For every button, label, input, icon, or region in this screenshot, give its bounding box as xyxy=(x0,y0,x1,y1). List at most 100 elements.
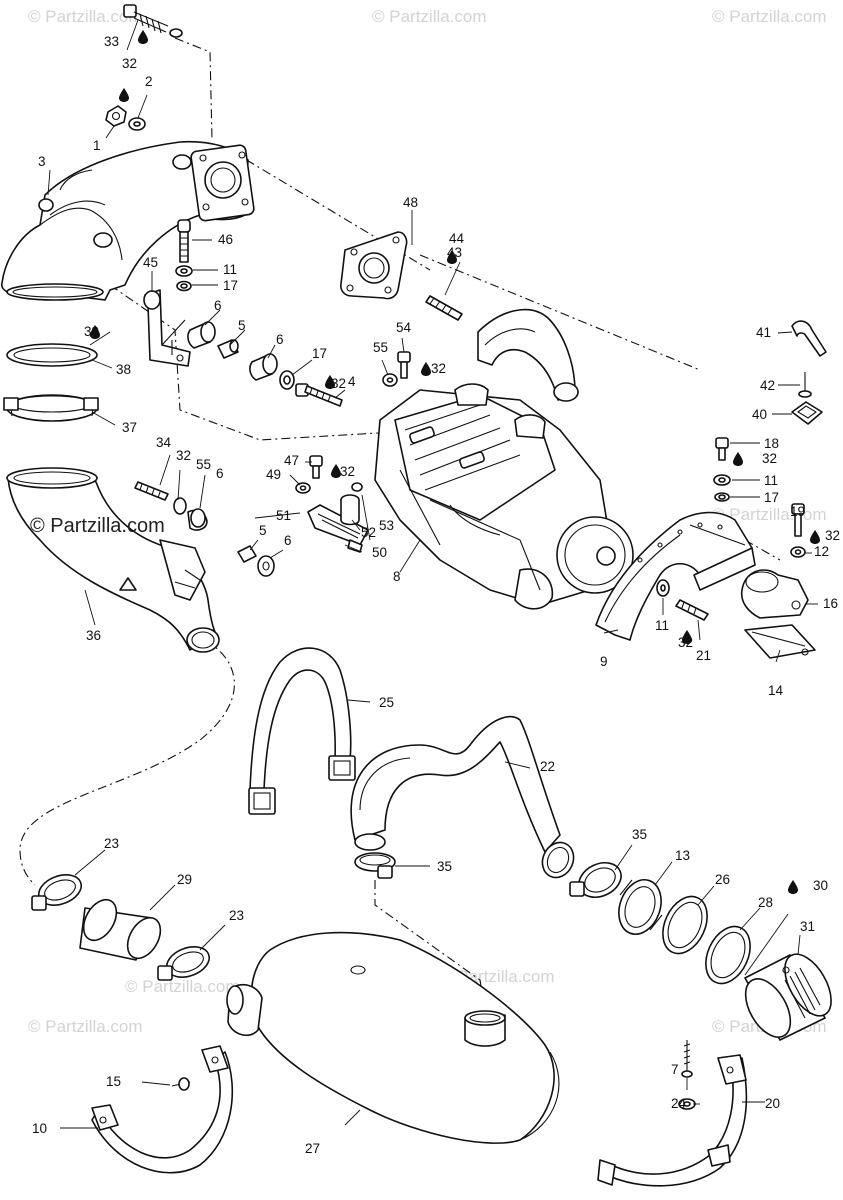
part-mount-6c xyxy=(187,508,208,531)
part-pad-40 xyxy=(791,401,823,425)
part-mount-6 xyxy=(187,321,216,349)
callout-label: 12 xyxy=(814,544,829,559)
callout-label: 15 xyxy=(106,1074,121,1089)
drop-icon xyxy=(788,880,798,894)
callout-label: 48 xyxy=(403,195,418,210)
callout-label: 28 xyxy=(758,895,773,910)
part-screw-7 xyxy=(681,1040,693,1078)
watermark: © Partzilla.com xyxy=(372,7,487,26)
part-bolt-4 xyxy=(295,383,343,407)
part-washer-17b xyxy=(279,370,295,390)
part-bolt-33 xyxy=(123,4,183,38)
callout-label: 35 xyxy=(437,859,452,874)
watermark: © Partzilla.com xyxy=(28,7,143,26)
callout-label: 54 xyxy=(396,320,412,335)
callout-label: 6 xyxy=(276,332,284,347)
part-nut-1 xyxy=(105,105,127,127)
part-washer-55b xyxy=(173,497,187,515)
callout-label: 50 xyxy=(372,545,387,560)
callout-label: 5 xyxy=(238,318,246,333)
part-muffler-27 xyxy=(226,931,560,1144)
drop-icon xyxy=(138,30,148,44)
part-washer-11c xyxy=(656,579,670,597)
callout-label: 41 xyxy=(756,325,771,340)
callout-label: 55 xyxy=(196,457,211,472)
part-washer-17c xyxy=(714,492,730,502)
callout-label: 18 xyxy=(764,436,779,451)
callout-label: 10 xyxy=(32,1121,47,1136)
callout-label: 17 xyxy=(312,346,327,361)
callout-label: 19 xyxy=(790,504,805,519)
callout-label: 52 xyxy=(361,525,376,540)
drop-icon xyxy=(810,530,820,544)
callout-label: 25 xyxy=(379,695,394,710)
callout-label: 32 xyxy=(340,464,355,479)
callout-label: 32 xyxy=(825,528,840,543)
part-exhaust-pipe-36 xyxy=(6,467,220,653)
part-lockwasher-17 xyxy=(176,280,192,292)
callout-label: 11 xyxy=(223,262,237,277)
callout-label: 23 xyxy=(229,908,244,923)
part-clamp-35a xyxy=(354,852,396,879)
part-stud-43 xyxy=(425,295,463,321)
callout-label: 46 xyxy=(218,232,233,247)
callout-label: 23 xyxy=(104,836,119,851)
callout-label: 40 xyxy=(752,407,767,422)
part-bolt-47 xyxy=(309,455,323,479)
drop-icons xyxy=(90,30,820,894)
watermark: © Partzilla.com xyxy=(712,7,827,26)
part-washer-49 xyxy=(295,482,311,494)
callout-label: 26 xyxy=(715,872,730,887)
callout-label: 5 xyxy=(259,523,267,538)
callout-label: 20 xyxy=(765,1096,780,1111)
part-clamp-23a xyxy=(31,874,83,911)
part-spacer-5b xyxy=(237,545,257,563)
callout-label: 6 xyxy=(214,298,222,313)
callout-label: 4 xyxy=(348,374,356,389)
callout-label: 33 xyxy=(104,34,119,49)
part-flange-48 xyxy=(340,231,408,300)
part-engine-8 xyxy=(374,383,634,610)
callout-label: 30 xyxy=(813,878,828,893)
part-screw-15 xyxy=(171,1077,191,1091)
callout-label: 31 xyxy=(800,919,815,934)
callout-label: 17 xyxy=(223,278,238,293)
callout-label: 37 xyxy=(122,420,137,435)
callout-label: 47 xyxy=(284,453,299,468)
callout-label: 14 xyxy=(768,683,784,698)
part-washer-11b xyxy=(713,474,731,486)
callout-label: 42 xyxy=(760,378,775,393)
callout-label: 11 xyxy=(655,618,669,633)
part-bolt-54 xyxy=(397,351,411,379)
part-ring-26 xyxy=(662,895,708,955)
callout-label: 13 xyxy=(675,848,690,863)
part-outlet-31 xyxy=(744,953,832,1041)
part-plate-14 xyxy=(744,624,816,659)
callout-label: 43 xyxy=(447,245,462,260)
callout-label: 39 xyxy=(84,324,99,339)
callout-label: 6 xyxy=(284,533,292,548)
part-exhaust-manifold-3 xyxy=(1,140,255,301)
callout-label: 2 xyxy=(145,74,153,89)
callout-label: 32 xyxy=(678,635,693,650)
drop-icon xyxy=(421,362,431,376)
part-mount-6d xyxy=(257,555,275,577)
part-bolt-21 xyxy=(675,599,709,621)
callout-label: 53 xyxy=(379,518,394,533)
part-clamp-35b xyxy=(569,861,622,899)
drop-icon xyxy=(447,250,457,264)
callout-label: 32 xyxy=(431,361,446,376)
credit-text: © Partzilla.com xyxy=(30,515,165,537)
callout-label: 51 xyxy=(276,508,291,523)
part-mount-16 xyxy=(740,569,809,619)
callout-label: 34 xyxy=(156,435,172,450)
callout-label: 6 xyxy=(216,466,224,481)
part-elbow-upper xyxy=(477,308,579,402)
drop-icon xyxy=(331,464,341,478)
part-hose-22 xyxy=(350,716,575,879)
leader-lines xyxy=(47,19,818,1129)
part-washer-2 xyxy=(128,117,146,131)
part-strap-10 xyxy=(91,1045,234,1174)
